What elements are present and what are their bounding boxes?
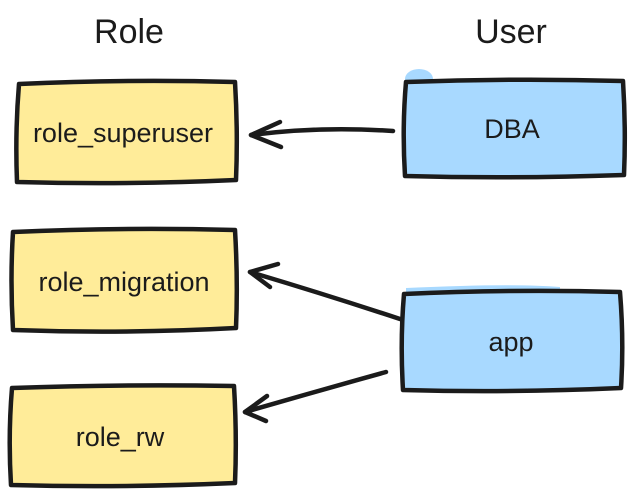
column-title-user: User xyxy=(475,13,547,51)
dba-box-outline xyxy=(401,77,628,180)
role-rw-box xyxy=(9,385,236,487)
role-node-rw: role_rw xyxy=(7,383,239,489)
role-migration-box-outline xyxy=(9,226,240,334)
role-rw-box-outline xyxy=(7,383,239,489)
dba-box xyxy=(403,79,625,178)
arrow-shaft xyxy=(247,269,403,322)
arrow-app-to-role-migration xyxy=(247,261,403,322)
app-box-outline xyxy=(399,288,625,394)
app-label: app xyxy=(488,327,533,357)
role-migration-box xyxy=(11,228,237,332)
arrow-head xyxy=(248,119,284,150)
column-title-role: Role xyxy=(94,13,164,51)
arrow-dba-to-role-superuser xyxy=(248,119,396,150)
arrow-app-to-role-rw xyxy=(242,369,389,424)
user-node-app: app xyxy=(399,285,625,394)
arrow-shaft xyxy=(248,126,396,138)
role-node-superuser: role_superuser xyxy=(14,78,240,186)
role-node-migration: role_migration xyxy=(9,226,240,334)
app-box xyxy=(401,290,623,392)
user-node-dba: DBA xyxy=(401,69,628,180)
role-superuser-label: role_superuser xyxy=(33,118,213,148)
arrow-head xyxy=(247,261,281,290)
role-migration-label: role_migration xyxy=(38,267,209,297)
arrow-shaft xyxy=(242,369,389,415)
role-rw-label: role_rw xyxy=(76,422,165,452)
role-superuser-box-outline xyxy=(14,78,240,186)
arrow-head xyxy=(242,393,270,424)
dba-label: DBA xyxy=(484,114,540,144)
role-superuser-box xyxy=(16,80,237,184)
